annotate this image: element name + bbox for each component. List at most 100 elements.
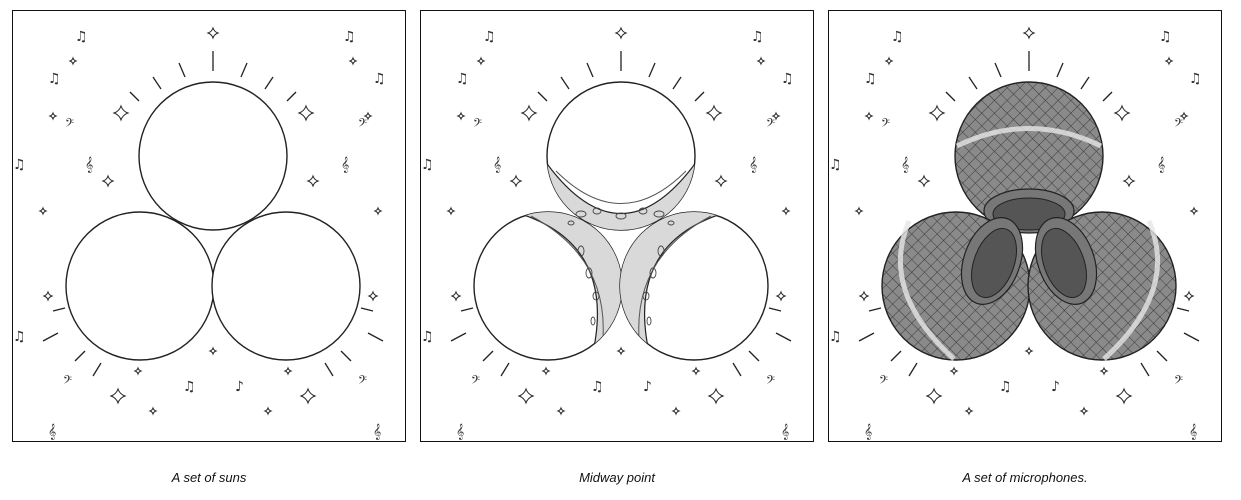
music-note-icon: ♫ [891, 29, 904, 45]
music-note-icon: 𝄞 [1157, 157, 1165, 173]
sun-ray [450, 332, 467, 342]
sparkle-icon [671, 406, 681, 416]
sparkle-icon [1183, 290, 1195, 302]
sparkle-icon [781, 206, 791, 216]
music-note-icon: ♫ [751, 29, 764, 45]
music-note-icon: ♫ [421, 157, 434, 173]
sun-ray [968, 76, 978, 90]
music-note-icon: ♫ [75, 29, 88, 45]
sparkle-icon [42, 290, 54, 302]
sun-ray [537, 91, 548, 102]
sparkle-icon [771, 111, 781, 121]
sun-ray [868, 307, 882, 312]
music-note-icon: ♫ [781, 71, 794, 87]
sun-ray [1056, 62, 1064, 78]
sparkle-icon [756, 56, 766, 66]
microphone-left [881, 211, 1031, 361]
music-note-icon: ♪ [643, 379, 652, 395]
sparkle-icon [707, 387, 725, 405]
sparkle-icon [109, 387, 127, 405]
sparkle-icon [206, 26, 220, 40]
sparkle-icon [148, 406, 158, 416]
music-note-icon: 𝄢 [766, 374, 775, 390]
sparkle-icon [112, 104, 130, 122]
sun-ray [858, 332, 875, 342]
music-note-icon: ♫ [183, 379, 196, 395]
sparkle-icon [714, 174, 728, 188]
music-note-icon: ♫ [829, 157, 842, 173]
microphones-illustration: ♫♫♫♫𝄢𝄢𝄞𝄞♫♫♫♪♫♫𝄞𝄞𝄢𝄢 [829, 26, 1222, 440]
music-note-icon: 𝄢 [881, 117, 890, 133]
music-note-icon: 𝄞 [48, 424, 56, 440]
midway-illustration: ♫♫♫♫𝄢𝄢𝄞𝄞♫♫♫♪♫♫𝄞𝄞𝄢𝄢 [421, 26, 814, 440]
sun-ray [672, 76, 682, 90]
sparkle-icon [297, 104, 315, 122]
music-note-icon: ♫ [373, 71, 386, 87]
sun-ray [152, 76, 162, 90]
sparkle-icon [556, 406, 566, 416]
sparkle-icon [446, 206, 456, 216]
sun-ray [129, 91, 140, 102]
sparkle-icon [450, 290, 462, 302]
music-note-icon: ♫ [811, 329, 814, 345]
sparkle-icon [1099, 366, 1109, 376]
sun-ray [890, 350, 902, 362]
music-note-icon: 𝄢 [1174, 374, 1183, 390]
sparkle-icon [373, 206, 383, 216]
microphone-top [954, 81, 1104, 234]
sun-ray [74, 350, 86, 362]
music-note-icon: ♫ [456, 71, 469, 87]
music-note-icon: 𝄢 [879, 374, 888, 390]
sun-ray [52, 307, 66, 312]
microphone-right [1027, 211, 1177, 361]
caption-midway: Midway point [579, 470, 655, 485]
music-note-icon: 𝄢 [358, 374, 367, 390]
sparkle-icon [705, 104, 723, 122]
music-note-icon: 𝄞 [493, 157, 501, 173]
music-note-icon: ♫ [591, 379, 604, 395]
sun-ray [908, 362, 918, 377]
sparkle-decorations: ♫♫♫♫𝄢𝄢𝄞𝄞♫♫♫♪♫♫𝄞𝄞𝄢𝄢 [13, 26, 405, 440]
sun-ray [460, 307, 474, 312]
sun-ray [945, 91, 956, 102]
music-note-icon: ♫ [811, 157, 814, 173]
sun-ray [340, 350, 352, 362]
music-note-icon: 𝄞 [781, 424, 789, 440]
music-note-icon: 𝄢 [471, 374, 480, 390]
music-note-icon: 𝄢 [473, 117, 482, 133]
sun-ray [324, 362, 334, 377]
sparkle-icon [48, 111, 58, 121]
sun-ray [482, 350, 494, 362]
sparkle-icon [476, 56, 486, 66]
sparkle-icon [964, 406, 974, 416]
sparkle-icon [928, 104, 946, 122]
sparkle-decorations: ♫♫♫♫𝄢𝄢𝄞𝄞♫♫♫♪♫♫𝄞𝄞𝄢𝄢 [421, 26, 814, 440]
panel-suns: ♫♫♫♫𝄢𝄢𝄞𝄞♫♫♫♪♫♫𝄞𝄞𝄢𝄢 [12, 10, 406, 442]
sparkle-icon [509, 174, 523, 188]
sparkle-icon [1024, 346, 1034, 356]
music-note-icon: ♫ [48, 71, 61, 87]
suns-illustration: ♫♫♫♫𝄢𝄢𝄞𝄞♫♫♫♪♫♫𝄞𝄞𝄢𝄢 [13, 26, 405, 440]
music-note-icon: ♫ [483, 29, 496, 45]
sparkle-icon [299, 387, 317, 405]
sun-ray [775, 332, 792, 342]
sparkle-icon [38, 206, 48, 216]
sun-ray [1156, 350, 1168, 362]
sparkle-icon [616, 346, 626, 356]
sparkle-icon [520, 104, 538, 122]
music-note-icon: 𝄢 [63, 374, 72, 390]
music-note-icon: ♫ [1219, 329, 1222, 345]
sun-left [65, 211, 215, 361]
sun-ray [1183, 332, 1200, 342]
music-note-icon: 𝄞 [373, 424, 381, 440]
sparkle-icon [691, 366, 701, 376]
sparkle-icon [367, 290, 379, 302]
music-note-icon: 𝄞 [864, 424, 872, 440]
midway-sphere-right [619, 211, 769, 361]
sparkle-icon [884, 56, 894, 66]
midway-sphere-left [473, 211, 623, 361]
music-note-icon: 𝄞 [749, 157, 757, 173]
sparkle-icon [348, 56, 358, 66]
sparkle-icon [1164, 56, 1174, 66]
sparkle-icon [1113, 104, 1131, 122]
